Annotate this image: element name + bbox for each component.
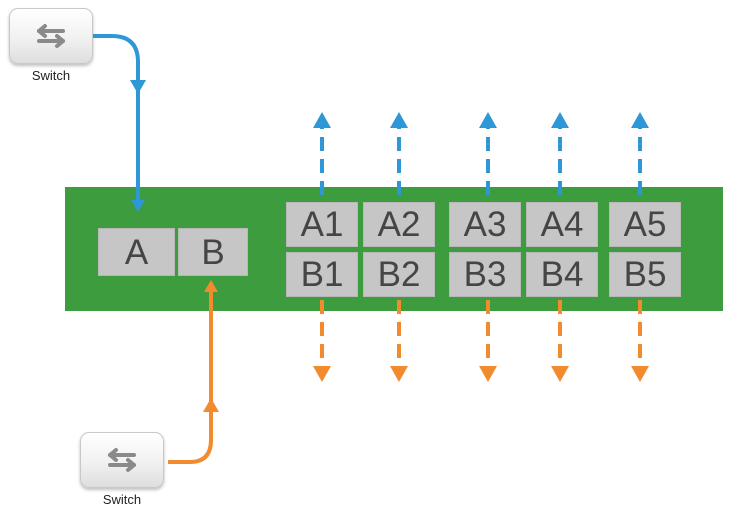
b-port-arrows	[320, 300, 642, 368]
uplink-a-path	[93, 34, 140, 205]
port-a2: A2	[363, 202, 435, 247]
port-b4: B4	[526, 252, 598, 297]
bottom-switch	[80, 432, 164, 488]
uplink-a-arrow-end	[131, 200, 145, 212]
arrow-down-b5	[631, 366, 649, 382]
port-a1: A1	[286, 202, 358, 247]
arrow-down-b2	[390, 366, 408, 382]
uplink-port-a: A	[98, 228, 175, 276]
port-b2: B2	[363, 252, 435, 297]
uplink-b-arrow-end	[204, 280, 218, 292]
arrow-down-b3	[479, 366, 497, 382]
switch-arrows-icon	[37, 24, 65, 48]
uplink-b-path	[168, 286, 213, 464]
top-switch	[9, 8, 93, 64]
bottom-switch-label: Switch	[102, 492, 142, 507]
arrow-up-a4	[551, 112, 569, 128]
arrow-down-b1	[313, 366, 331, 382]
a-port-arrows	[320, 124, 642, 195]
uplink-port-b: B	[178, 228, 248, 276]
port-b5: B5	[609, 252, 681, 297]
uplink-a-arrow-mid	[130, 80, 146, 94]
port-a3: A3	[449, 202, 521, 247]
uplink-b-arrow-mid	[203, 398, 219, 412]
port-b1: B1	[286, 252, 358, 297]
arrow-up-a3	[479, 112, 497, 128]
port-a4: A4	[526, 202, 598, 247]
arrow-down-b4	[551, 366, 569, 382]
arrow-up-a2	[390, 112, 408, 128]
arrow-up-a5	[631, 112, 649, 128]
top-switch-label: Switch	[31, 68, 71, 83]
port-b3: B3	[449, 252, 521, 297]
switch-arrows-icon	[108, 448, 136, 472]
port-a5: A5	[609, 202, 681, 247]
arrow-up-a1	[313, 112, 331, 128]
